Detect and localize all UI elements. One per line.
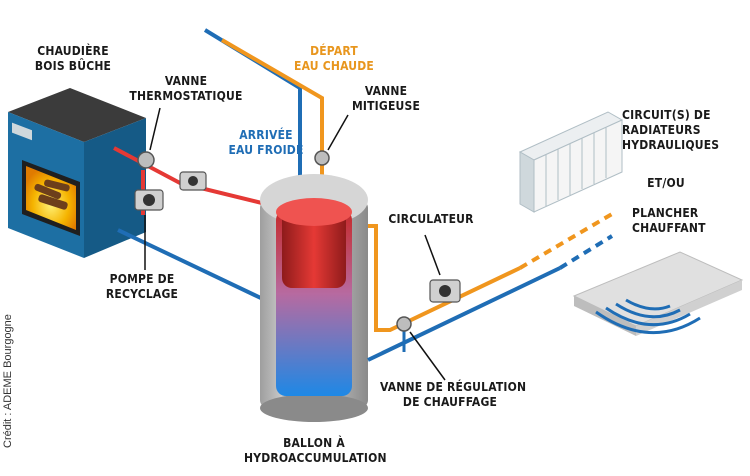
label-circulateur: CIRCULATEUR — [388, 212, 474, 226]
boiler — [8, 88, 146, 258]
mixing-valve — [314, 150, 330, 166]
label-et-ou: ET/OU — [647, 176, 685, 190]
credit-text: Crédit : ADEME Bourgogne — [2, 314, 14, 448]
heating-return-dashed — [558, 234, 614, 270]
thermostatic-valve — [137, 151, 155, 169]
second-pump — [179, 171, 207, 191]
recycle-pump — [134, 189, 164, 211]
leader-lines — [144, 107, 446, 381]
regulation-valve — [396, 316, 412, 332]
heating-supply-dashed — [518, 212, 614, 270]
boiler-return-pipe — [117, 228, 266, 302]
circulator — [429, 279, 461, 303]
heating-supply-pipe — [368, 224, 521, 332]
heating-return-pipe — [367, 266, 561, 362]
storage-tank — [260, 174, 368, 422]
floor-heating — [572, 251, 744, 336]
radiator — [518, 111, 624, 213]
hot-outlet-pipe — [220, 38, 324, 200]
